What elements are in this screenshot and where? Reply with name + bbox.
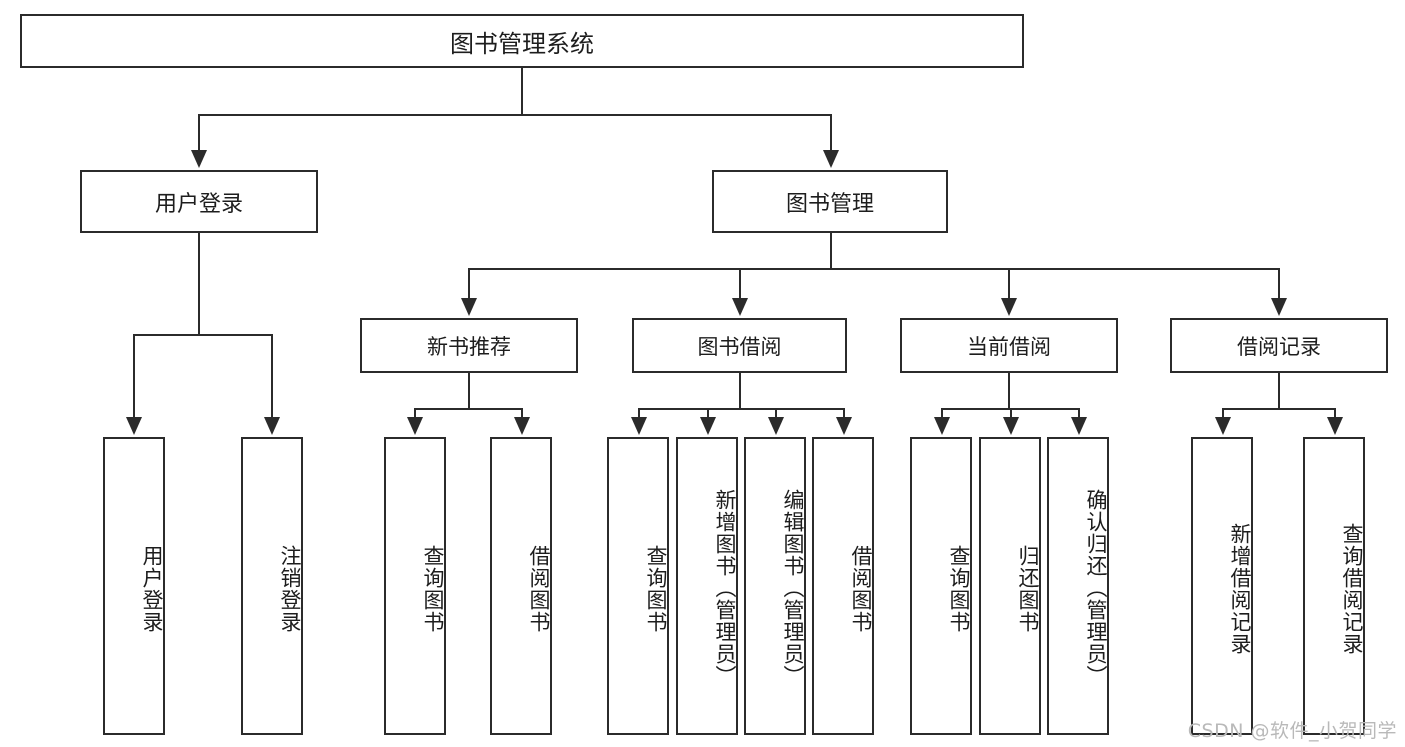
connector-user-login-stem [198, 233, 200, 335]
connector-bb-leaf-2 [707, 408, 709, 420]
arrow-down-icon-leaf-return-book [1003, 417, 1019, 435]
leaf-borrow-book[interactable]: 借阅图书 [812, 437, 874, 735]
connector-current-borrow-stem [1008, 373, 1010, 409]
connector-bb-leaf-3 [775, 408, 777, 420]
arrow-down-icon-borrow-record [1271, 298, 1287, 316]
leaf-edit-book-admin[interactable]: 编辑图书（管理员） [744, 437, 806, 735]
arrow-down-icon-leaf-query-book-cb [934, 417, 950, 435]
leaf-logout[interactable]: 注销登录 [241, 437, 303, 735]
leaf-query-book-borrow[interactable]: 查询图书 [607, 437, 669, 735]
leaf-query-borrow-record[interactable]: 查询借阅记录 [1303, 437, 1365, 735]
connector-new-book-leaf-2 [521, 408, 523, 420]
arrow-down-icon-leaf-query-book-nb [407, 417, 423, 435]
arrow-down-icon-leaf-query-book-bb [631, 417, 647, 435]
connector-root-to-user-login [198, 114, 200, 152]
node-borrow-record[interactable]: 借阅记录 [1170, 318, 1388, 373]
arrow-down-icon-book-borrow [732, 298, 748, 316]
node-book-management[interactable]: 图书管理 [712, 170, 948, 233]
connector-user-login-leaf-1 [133, 334, 135, 419]
connector-root-bus [198, 114, 832, 116]
connector-bb-leaf-1 [638, 408, 640, 420]
connector-new-book-bus [414, 408, 522, 410]
arrow-down-icon-current-borrow [1001, 298, 1017, 316]
arrow-down-icon-leaf-confirm-return [1071, 417, 1087, 435]
arrow-down-icon-leaf-add-book [700, 417, 716, 435]
arrow-down-icon-leaf-logout [264, 417, 280, 435]
leaf-user-login[interactable]: 用户登录 [103, 437, 165, 735]
connector-root-stem [521, 68, 523, 116]
arrow-down-icon-leaf-user-login [126, 417, 142, 435]
leaf-query-book-current[interactable]: 查询图书 [910, 437, 972, 735]
arrow-down-icon-leaf-add-record [1215, 417, 1231, 435]
connector-new-book-stem [468, 373, 470, 409]
connector-new-book-leaf-1 [414, 408, 416, 420]
connector-bb-leaf-4 [843, 408, 845, 420]
connector-bm-to-new-book [468, 268, 470, 300]
arrow-down-icon-leaf-borrow-book-bb [836, 417, 852, 435]
connector-br-leaf-2 [1334, 408, 1336, 420]
node-user-login[interactable]: 用户登录 [80, 170, 318, 233]
leaf-add-book-admin[interactable]: 新增图书（管理员） [676, 437, 738, 735]
connector-bm-to-borrow-record [1278, 268, 1280, 300]
connector-user-login-leaf-2 [271, 334, 273, 419]
arrow-down-icon-user-login [191, 150, 207, 168]
leaf-return-book[interactable]: 归还图书 [979, 437, 1041, 735]
leaf-borrow-book-new-recommend[interactable]: 借阅图书 [490, 437, 552, 735]
connector-borrow-record-stem [1278, 373, 1280, 409]
connector-cb-leaf-1 [941, 408, 943, 420]
connector-bm-to-current-borrow [1008, 268, 1010, 300]
leaf-add-borrow-record[interactable]: 新增借阅记录 [1191, 437, 1253, 735]
connector-bm-to-book-borrow [739, 268, 741, 300]
connector-borrow-record-bus [1222, 408, 1336, 410]
connector-root-to-book-management [830, 114, 832, 152]
arrow-down-icon-book-management [823, 150, 839, 168]
connector-book-borrow-stem [739, 373, 741, 409]
connector-cb-leaf-2 [1010, 408, 1012, 420]
node-new-book-recommend[interactable]: 新书推荐 [360, 318, 578, 373]
connector-book-management-bus [468, 268, 1280, 270]
leaf-query-book-new-recommend[interactable]: 查询图书 [384, 437, 446, 735]
leaf-confirm-return-admin[interactable]: 确认归还（管理员） [1047, 437, 1109, 735]
arrow-down-icon-leaf-borrow-book-nb [514, 417, 530, 435]
node-root-library-management-system[interactable]: 图书管理系统 [20, 14, 1024, 68]
connector-book-management-stem [830, 233, 832, 270]
arrow-down-icon-new-book-recommend [461, 298, 477, 316]
connector-cb-leaf-3 [1078, 408, 1080, 420]
arrow-down-icon-leaf-edit-book [768, 417, 784, 435]
node-current-borrow[interactable]: 当前借阅 [900, 318, 1118, 373]
connector-br-leaf-1 [1222, 408, 1224, 420]
connector-book-borrow-bus [638, 408, 844, 410]
connector-user-login-bus [133, 334, 272, 336]
node-book-borrow[interactable]: 图书借阅 [632, 318, 847, 373]
watermark-text: CSDN @软件_小贺同学 [1187, 720, 1397, 742]
arrow-down-icon-leaf-query-record [1327, 417, 1343, 435]
